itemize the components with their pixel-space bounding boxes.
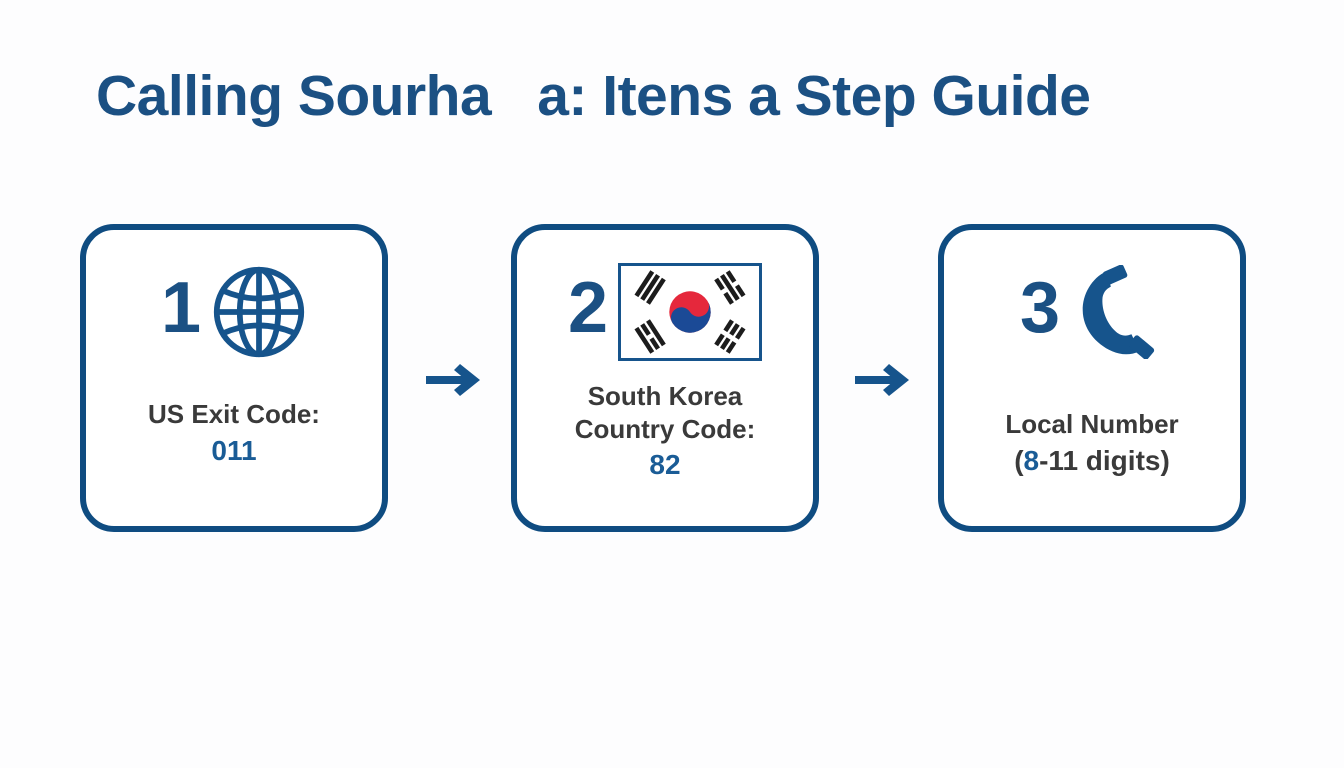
step-card-2-text: South Korea Country Code: 82 [527,380,803,482]
phone-handset-icon [1070,265,1164,359]
step-card-1-header: 1 [86,252,382,372]
step-1-label: US Exit Code: [148,399,320,429]
steps-row: 1 US Exit Code: [0,224,1344,536]
arrow-step-1-to-2-icon [424,358,486,402]
step-number-1: 1 [160,268,202,348]
step-card-3-header: 3 [944,252,1240,372]
step-card-3-text: Local Number (8-11 digits) [954,408,1230,478]
step-card-1-text: US Exit Code: 011 [96,398,372,468]
step-3-value-suffix: -11 digits) [1039,444,1170,476]
step-card-2-header: 2 [517,252,813,372]
step-card-2[interactable]: 2 [511,224,819,532]
step-3-label: Local Number [1005,409,1179,439]
step-card-1[interactable]: 1 US Exit Code: [80,224,388,532]
page-title: Calling Sourha a: Itens a Step Guide [96,64,1091,128]
south-korea-flag [618,263,763,361]
arrow-step-2-to-3-icon [853,358,915,402]
step-2-label-line-1: South Korea [587,381,743,411]
step-3-value-prefix: ( [1014,444,1024,476]
step-1-value: 011 [211,434,257,466]
globe-icon [211,264,307,360]
step-2-value: 82 [649,449,681,480]
step-3-value: (8-11 digits) [954,443,1230,478]
south-korea-flag-icon [618,263,763,361]
step-card-3[interactable]: 3 Local Number (8-11 digits) [938,224,1246,532]
step-number-2: 2 [567,268,609,348]
step-number-3: 3 [1019,268,1061,348]
step-2-label-line-2: Country Code: [574,413,756,444]
step-3-value-blue-char: 8 [1023,444,1040,476]
